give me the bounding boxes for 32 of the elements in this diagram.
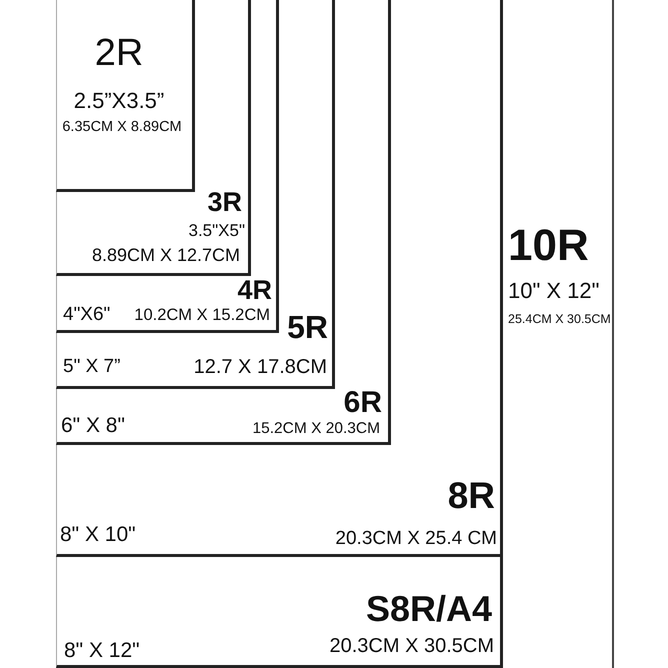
print-size-frame [56,0,391,445]
size-name: 10R [508,224,589,268]
size-name: 4R [237,277,272,304]
inch-dimensions: 8" X 12" [64,640,140,661]
cm-dimensions: 10.2CM X 15.2CM [134,307,270,324]
size-name: 6R [344,388,382,418]
cm-dimensions: 20.3CM X 25.4 CM [335,529,497,548]
cm-dimensions: 6.35CM X 8.89CM [62,120,182,134]
cm-dimensions: 8.89CM X 12.7CM [92,246,240,264]
inch-dimensions: 8" X 10" [60,524,136,545]
print-size-frame [56,0,251,276]
print-size-frame [56,0,503,668]
inch-dimensions: 5" X 7” [63,357,120,376]
size-name: 8R [448,477,495,514]
print-size-frame [56,0,335,389]
size-name: 2R [94,34,144,72]
cm-dimensions: 12.7 X 17.8CM [194,357,327,377]
cm-dimensions: 15.2CM X 20.3CM [252,421,380,436]
size-name: S8R/A4 [366,591,492,627]
print-size-frame [56,0,279,333]
inch-dimensions: 4"X6" [63,305,110,324]
inch-dimensions: 6" X 8" [61,415,125,436]
inch-dimensions: 3.5"X5" [188,222,245,239]
print-size-frame [56,0,503,557]
print-size-frame [56,0,614,668]
print-size-frame [56,0,195,192]
inch-dimensions: 10" X 12" [508,280,600,302]
cm-dimensions: 20.3CM X 30.5CM [329,636,494,656]
size-name: 3R [207,189,242,216]
inch-dimensions: 2.5”X3.5” [74,90,164,112]
size-name: 5R [287,311,328,343]
cm-dimensions: 25.4CM X 30.5CM [508,313,611,326]
